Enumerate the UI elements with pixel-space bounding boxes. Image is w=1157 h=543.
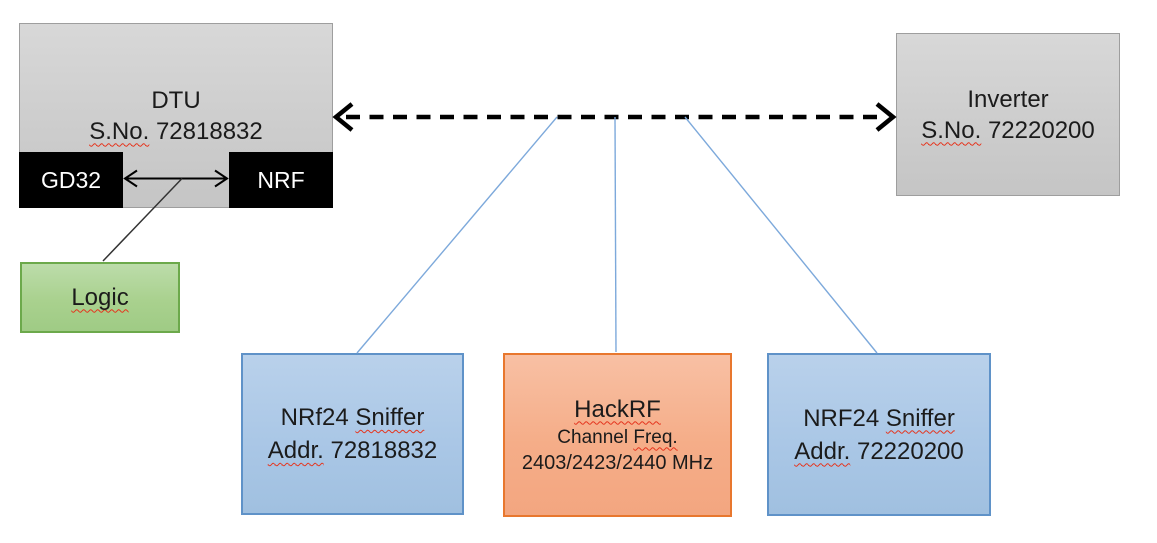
sniffer-right-node: NRF24 Sniffer Addr. 72220200 xyxy=(767,353,991,516)
gd32-chip: GD32 xyxy=(19,152,123,208)
hackrf-channel-prefix: Channel xyxy=(557,426,634,448)
gd32-label: GD32 xyxy=(40,166,102,193)
sniffer-left-name-word: Sniffer xyxy=(355,404,425,431)
sniffer-right-name-prefix: NRF24 xyxy=(803,404,886,432)
hackrf-node: HackRF Channel Freq. 2403/2423/2440 MHz xyxy=(503,353,732,517)
sniffer-left-node: NRf24 Sniffer Addr. 72818832 xyxy=(241,353,464,515)
inverter-title: Inverter xyxy=(967,85,1049,113)
nrf-label: NRF xyxy=(257,166,305,193)
logic-label: Logic xyxy=(71,283,129,311)
hackrf-channel-word: Freq. xyxy=(633,426,678,448)
arrowhead-left-icon xyxy=(332,102,354,132)
sniffer-right-name-word: Sniffer xyxy=(885,404,955,432)
dtu-serial: S.No. 72818832 xyxy=(89,116,262,147)
arrowhead-right-icon xyxy=(875,102,897,132)
inverter-serial-label: S.No. xyxy=(921,116,982,144)
hackrf-title: HackRF xyxy=(574,395,661,425)
hackrf-title-text: HackRF xyxy=(574,395,661,423)
dtu-serial-label: S.No. xyxy=(89,117,150,145)
hackrf-frequencies: 2403/2423/2440 MHz xyxy=(521,451,714,474)
dtu-serial-value: 72818832 xyxy=(149,117,263,145)
sniffer-left-addr-label: Addr. xyxy=(267,437,324,464)
sniffer-left-name-prefix: NRf24 xyxy=(280,404,356,431)
sniffer-left-addr: Addr. 72818832 xyxy=(268,434,438,467)
inverter-serial-value: 72220200 xyxy=(981,116,1095,144)
hackrf-channel: Channel Freq. xyxy=(557,425,677,450)
sniffer-right-addr-value: 72220200 xyxy=(850,437,964,465)
sniffer-left-name: NRf24 Sniffer xyxy=(281,401,425,434)
inverter-node: Inverter S.No. 72220200 xyxy=(896,33,1120,196)
link-to-sniffer-left-line xyxy=(356,116,558,354)
link-to-hackrf-line xyxy=(614,116,617,353)
sniffer-right-name: NRF24 Sniffer xyxy=(803,402,955,435)
nrf-chip: NRF xyxy=(229,152,333,208)
link-to-sniffer-right-line xyxy=(684,116,878,354)
sniffer-right-addr: Addr. 72220200 xyxy=(794,435,964,468)
dtu-title: DTU xyxy=(151,86,201,114)
sniffer-right-addr-label: Addr. xyxy=(794,437,851,465)
logic-node: Logic xyxy=(20,262,180,333)
sniffer-left-addr-value: 72818832 xyxy=(323,437,438,464)
inverter-serial: S.No. 72220200 xyxy=(921,115,1094,146)
